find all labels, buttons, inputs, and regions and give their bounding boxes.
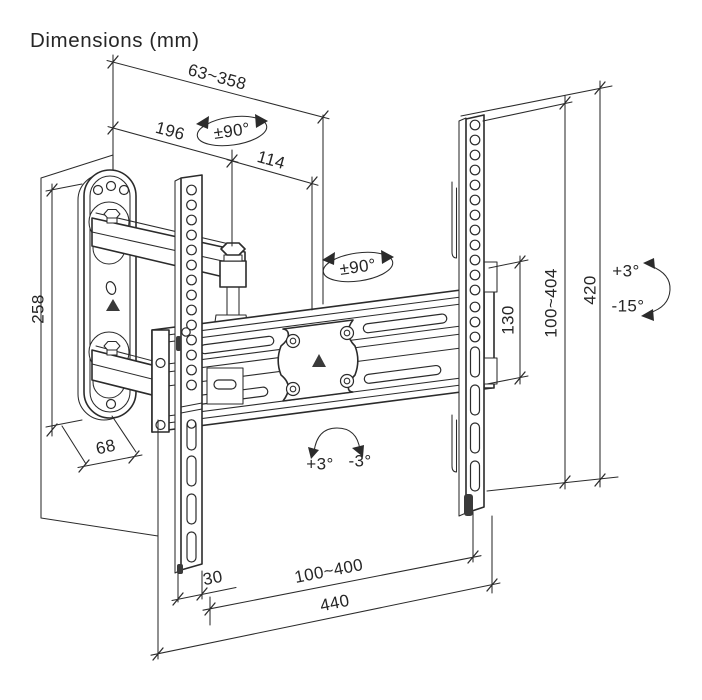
wall-outline	[40, 154, 159, 537]
angle-label-swivel-lower: ±90°	[338, 255, 377, 279]
bracket-ridge	[151, 299, 493, 345]
level-arrow-icon	[352, 445, 364, 457]
rotation-ellipse	[196, 115, 268, 147]
rail-side-face	[458, 117, 467, 517]
vesa-rail-right	[451, 114, 498, 517]
dim-label-rail-height: 420	[580, 275, 599, 305]
end-bolt	[155, 357, 166, 369]
rail-side-face	[174, 177, 182, 574]
anchor-hole	[105, 180, 117, 192]
hinge-nut	[103, 340, 121, 352]
joint-slot	[213, 379, 237, 390]
rail-slots	[469, 346, 481, 492]
anchor-hole	[92, 184, 104, 196]
rail-joint-line	[180, 408, 203, 414]
anchor-hole	[118, 184, 130, 196]
vesa-rail-left	[174, 174, 203, 574]
dim-label-plate-width: 68	[94, 436, 117, 459]
angle-level: +3° -3°	[306, 427, 371, 473]
post-block	[219, 260, 247, 288]
dim-label-vesa-horizontal: 100~400	[293, 555, 365, 587]
rail-bolt	[186, 419, 197, 429]
angle-label-tilt-up: +3°	[612, 261, 639, 280]
level-arc	[313, 427, 361, 453]
bracket-ridge	[151, 380, 493, 426]
dim-rail-width: 30	[171, 567, 237, 606]
angle-label-tilt-down: -15°	[612, 296, 645, 315]
dim-label-vesa-vertical: 100~404	[541, 268, 560, 337]
hinge-nut-base	[106, 217, 118, 224]
tv-bracket	[151, 285, 495, 433]
tilt-arrow-icon	[641, 309, 654, 321]
bracket-slot	[362, 313, 448, 334]
rail-bolt	[181, 327, 191, 337]
post-bolt-head	[220, 242, 246, 256]
anchor-hole	[105, 398, 117, 410]
rotation-ellipse	[322, 251, 394, 283]
lock-tab	[177, 564, 183, 574]
dim-label-rail-width: 30	[201, 567, 224, 589]
angle-label-level-minus: -3°	[348, 451, 371, 470]
bracket-ridge	[151, 292, 493, 338]
rail-holes	[469, 119, 481, 343]
upper-arm-top-face	[95, 212, 243, 248]
dim-label-slot-spacing: 130	[498, 305, 517, 335]
hinge-nut	[103, 208, 121, 220]
rail-holes	[186, 184, 197, 391]
bracket-end-left	[151, 329, 170, 433]
brand-triangle-icon	[312, 354, 326, 367]
dim-plate-width: 68	[61, 415, 143, 473]
adapter-bolts	[285, 325, 355, 397]
arm-bracket-joint	[206, 367, 244, 405]
spring-clip-wire	[451, 414, 458, 473]
dim-label-bracket-width: 440	[318, 591, 351, 616]
spring-clip-wire	[451, 181, 458, 259]
post-neck	[226, 286, 240, 318]
rotate-arrow-icon	[196, 116, 209, 129]
rotate-arrow-icon	[381, 250, 394, 264]
hinge-nut-base	[106, 349, 118, 356]
upper-arm-ridge	[91, 231, 246, 267]
tilt-arrow-icon	[643, 258, 655, 269]
oval-hole	[105, 281, 117, 295]
level-arrow-icon	[308, 447, 319, 459]
dim-vesa-vertical: 100~404	[482, 95, 573, 490]
angle-swivel-lower: ±90°	[322, 250, 394, 283]
lock-tab	[176, 336, 181, 351]
dim-label-plate-height: 258	[28, 294, 47, 324]
brand-triangle-icon	[106, 299, 120, 311]
angle-tilt: +3° -15°	[612, 258, 671, 321]
tilt-arc	[648, 265, 671, 314]
angle-label-level-plus: +3°	[306, 454, 333, 473]
post-washer	[223, 254, 243, 262]
dim-label-depth-range: 63~358	[186, 60, 248, 94]
dim-slot-spacing: 130	[486, 255, 529, 385]
dim-plate-height: 258	[28, 183, 83, 437]
angle-label-swivel-upper: ±90°	[212, 119, 251, 143]
lock-tab	[464, 494, 473, 516]
bracket-slot	[363, 364, 442, 384]
rotate-arrow-icon	[255, 114, 268, 128]
page-title: Dimensions (mm)	[30, 29, 200, 52]
rotate-arrow-icon	[322, 252, 335, 265]
end-bolt	[155, 419, 166, 431]
rail-joint-line	[180, 402, 203, 408]
angle-swivel-upper: ±90°	[196, 114, 268, 147]
dim-rail-height: 420	[460, 80, 619, 492]
